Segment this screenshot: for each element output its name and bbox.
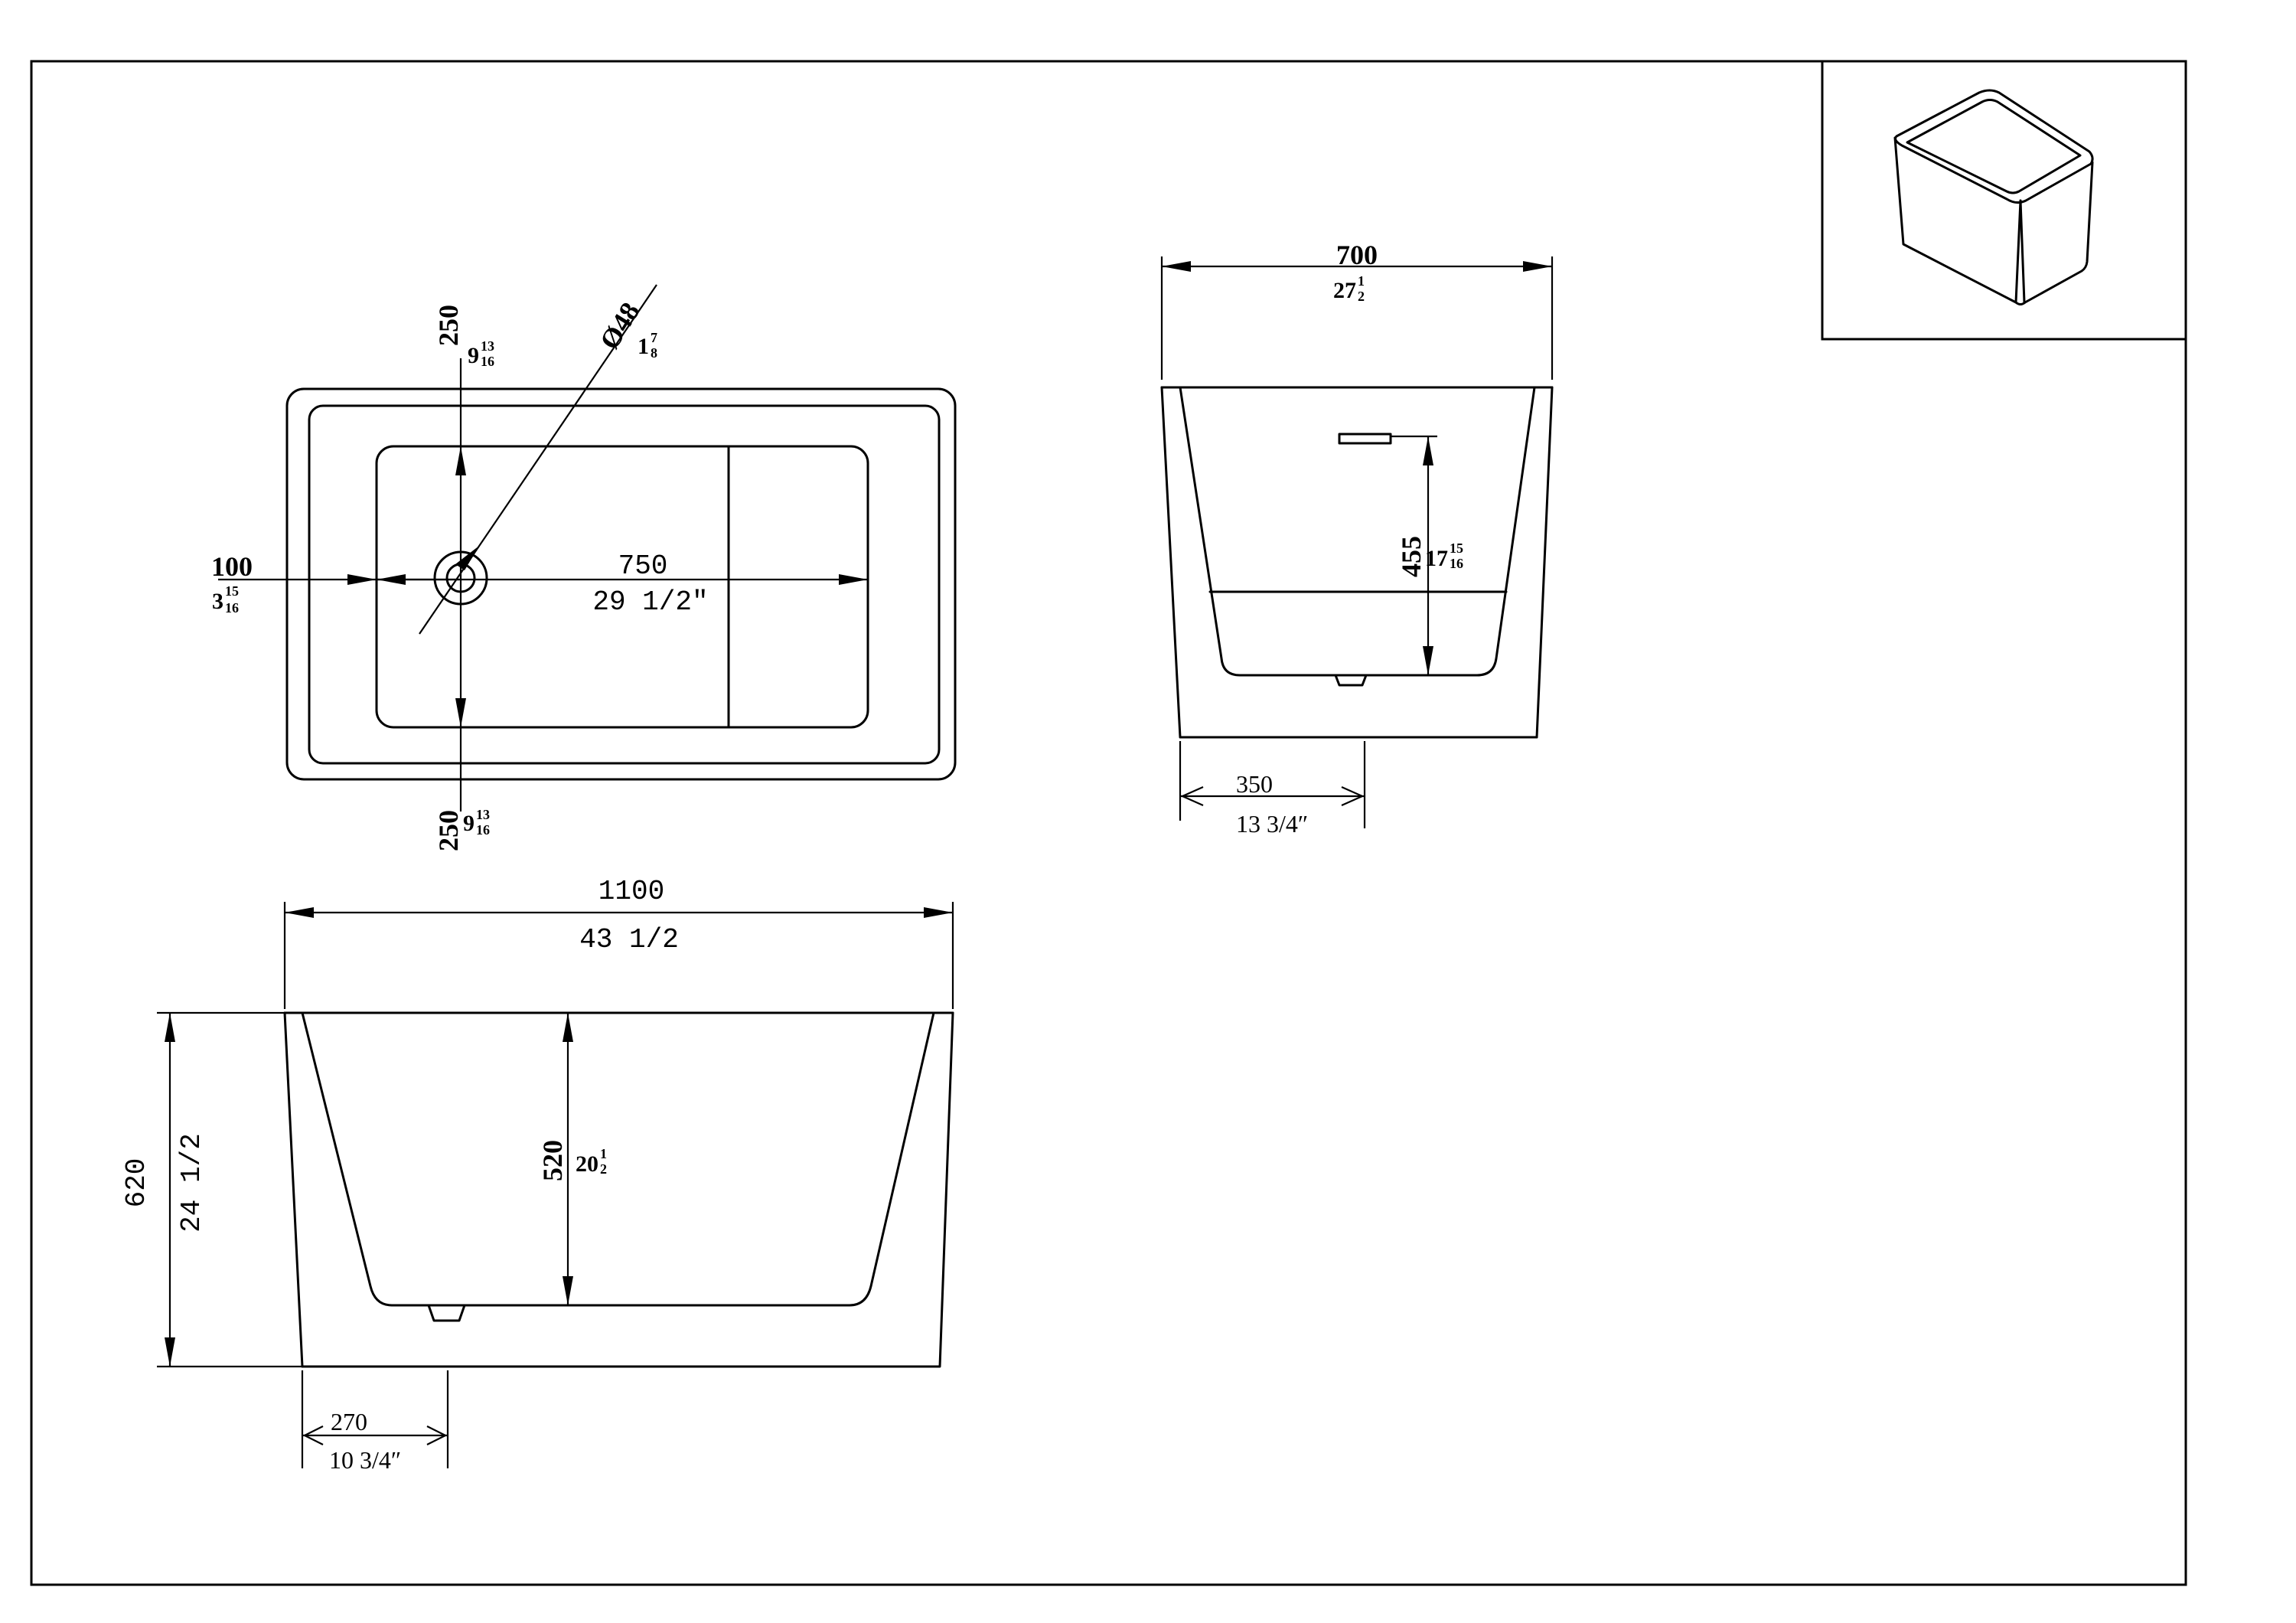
arrow-700-left (1162, 261, 1191, 272)
dim-700-in-whole: 27 (1333, 278, 1356, 303)
dim-350-in: 13 3/4″ (1236, 810, 1308, 838)
dim-250-top-in-den: 16 (481, 354, 494, 369)
arrow-270-right (426, 1425, 448, 1445)
dim-270-mm: 270 (331, 1408, 367, 1435)
end-outer-shell (1160, 386, 1554, 739)
dim-455-in-whole: 17 (1425, 546, 1448, 571)
dim-620-in: 24 1/2 (176, 1133, 207, 1233)
dim-620-mm: 620 (121, 1158, 152, 1208)
dim-750-mm: 750 (618, 550, 668, 582)
dim-100-mm: 100 (211, 551, 253, 582)
dim-455-in-den: 16 (1450, 556, 1463, 571)
dim-520-mm: 520 (537, 1140, 568, 1181)
iso-view-box (1821, 60, 2187, 341)
arrow-350-right (1341, 785, 1365, 807)
dim-520-in-den: 2 (600, 1161, 607, 1177)
drain-outlet-icon (1334, 674, 1368, 687)
dim-250-top-in-num: 13 (481, 338, 494, 354)
arrow-100 (347, 574, 377, 585)
tub-outer-rim (285, 387, 957, 781)
dim-diameter-in-den: 8 (651, 345, 657, 361)
arrow-350-left (1180, 785, 1204, 807)
side-outer-shell (283, 1011, 954, 1368)
dim-100-in-num: 15 (225, 583, 239, 599)
dim-1100-mm: 1100 (598, 876, 664, 907)
dim-250-bottom-in-whole: 9 (463, 811, 475, 836)
dim-520-in-num: 1 (600, 1146, 607, 1161)
dim-1100-in: 43 1/2 (579, 924, 679, 955)
dim-700-in-num: 1 (1358, 273, 1365, 289)
dim-100-in-den: 16 (225, 600, 239, 616)
isometric-bathtub-view (1893, 89, 2094, 305)
arrow-620-top (165, 1013, 175, 1042)
side-inner-basin (301, 1011, 935, 1307)
arrow-700-right (1523, 261, 1552, 272)
arrow-1100-right (924, 907, 953, 918)
dim-350-mm: 350 (1236, 770, 1273, 798)
dim-250-top-in-whole: 9 (468, 343, 479, 368)
arrow-250-top (455, 446, 466, 475)
arrow-diameter (455, 546, 479, 570)
dim-700-mm: 700 (1336, 240, 1378, 270)
side-drain-outlet-icon (427, 1304, 466, 1322)
arrow-270-left (302, 1425, 324, 1445)
dim-diameter-in-num: 7 (651, 330, 657, 345)
arrow-455-top (1423, 436, 1433, 465)
end-view: 700 27 1 2 455 17 15 16 350 13 3/4″ (1160, 240, 1554, 838)
arrow-620-bottom (165, 1337, 175, 1367)
dim-250-bottom-in-den: 16 (476, 822, 490, 838)
dim-270-in: 10 3/4″ (329, 1446, 401, 1474)
side-view: 1100 43 1/2 620 24 1/2 520 20 1 2 270 10… (121, 876, 954, 1474)
tub-basin (375, 445, 869, 729)
tub-inner-rim (308, 404, 941, 765)
end-inner-basin (1179, 386, 1536, 677)
drawing-border (30, 60, 2187, 1586)
dim-455-in-num: 15 (1450, 540, 1463, 556)
arrow-455-bottom (1423, 646, 1433, 675)
dim-250-bottom-mm: 250 (433, 810, 464, 851)
dim-455-mm: 455 (1396, 536, 1427, 577)
dim-100-in-whole: 3 (212, 589, 223, 614)
dim-750-in: 29 1/2" (592, 586, 708, 618)
arrow-1100-left (285, 907, 314, 918)
arrow-750-right (839, 574, 868, 585)
overflow-icon (1338, 433, 1392, 445)
dim-line-diameter (419, 284, 657, 635)
dim-520-in-whole: 20 (576, 1151, 598, 1177)
dim-250-bottom-in-num: 13 (476, 807, 490, 822)
arrow-520-bottom (563, 1276, 573, 1305)
dim-250-top-mm: 250 (433, 305, 464, 346)
dim-700-in-den: 2 (1358, 289, 1365, 304)
top-view: 750 29 1/2" 100 3 15 16 250 9 13 16 250 … (211, 284, 957, 851)
arrow-520-top (563, 1013, 573, 1042)
arrow-250-bottom (455, 698, 466, 727)
dim-diameter-in-whole: 1 (638, 334, 649, 359)
